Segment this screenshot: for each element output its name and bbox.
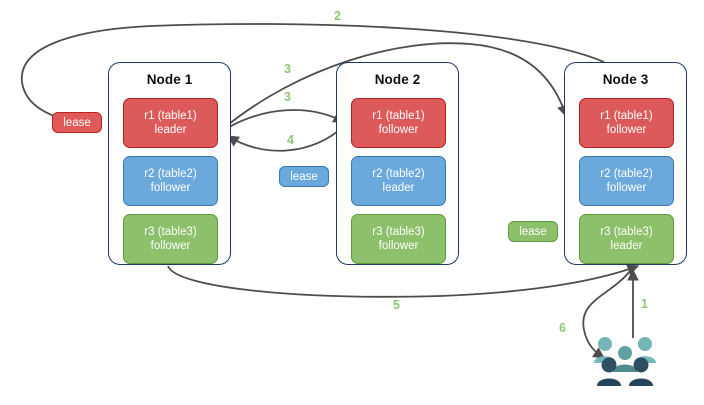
edge-label-6: 6 [559,321,566,335]
edge-label-3b: 3 [284,90,291,104]
replica-name: r2 (table2) [372,168,425,180]
replica-role: follower [606,182,647,194]
node-box-node2[interactable]: Node 2 r1 (table1) follower r2 (table2) … [336,62,459,265]
edge-label-3a: 3 [284,62,291,76]
replica-name: r3 (table3) [144,226,197,238]
replica-role: follower [378,124,419,136]
replica-name: r1 (table1) [372,110,425,122]
replica-role: leader [154,124,187,136]
edge-3-lower-path [223,109,346,131]
lease-label: lease [63,116,91,129]
replica-node1-r3[interactable]: r3 (table3) follower [123,214,218,264]
replica-name: r1 (table1) [144,110,197,122]
replica-name: r2 (table2) [144,168,197,180]
edge-label-4: 4 [287,133,294,147]
replica-role: follower [606,124,647,136]
replica-name: r2 (table2) [600,168,653,180]
node-box-node1[interactable]: Node 1 r1 (table1) leader r2 (table2) fo… [108,62,231,265]
replica-role: leader [610,240,643,252]
replica-name: r1 (table1) [600,110,653,122]
replica-role: follower [150,182,191,194]
edge-5-path [167,264,640,298]
edge-4-path [227,125,345,152]
node-title: Node 2 [374,72,421,87]
replica-name: r3 (table3) [372,226,425,238]
node-title: Node 1 [146,72,193,87]
edge-label-2: 2 [334,9,341,23]
lease-badge-r1[interactable]: lease [52,112,102,133]
lease-badge-r2[interactable]: lease [279,166,329,187]
replica-role: follower [378,240,419,252]
replica-role: follower [150,240,191,252]
users-icon [594,337,656,386]
replica-name: r3 (table3) [600,226,653,238]
node-box-node3[interactable]: Node 3 r1 (table1) follower r2 (table2) … [564,62,687,265]
edge-label-5: 5 [393,298,400,312]
lease-badge-r3[interactable]: lease [508,221,558,242]
replica-node2-r2[interactable]: r2 (table2) leader [351,156,446,206]
node-title: Node 3 [602,72,649,87]
replica-node3-r2[interactable]: r2 (table2) follower [579,156,674,206]
replica-node2-r3[interactable]: r3 (table3) follower [351,214,446,264]
lease-label: lease [519,225,547,238]
replica-node3-r1[interactable]: r1 (table1) follower [579,98,674,148]
lease-label: lease [290,170,318,183]
replica-node1-r1[interactable]: r1 (table1) leader [123,98,218,148]
replica-node1-r2[interactable]: r2 (table2) follower [123,156,218,206]
replica-node3-r3[interactable]: r3 (table3) leader [579,214,674,264]
edge-label-1: 1 [641,297,648,311]
replica-role: leader [382,182,415,194]
replica-node2-r1[interactable]: r1 (table1) follower [351,98,446,148]
